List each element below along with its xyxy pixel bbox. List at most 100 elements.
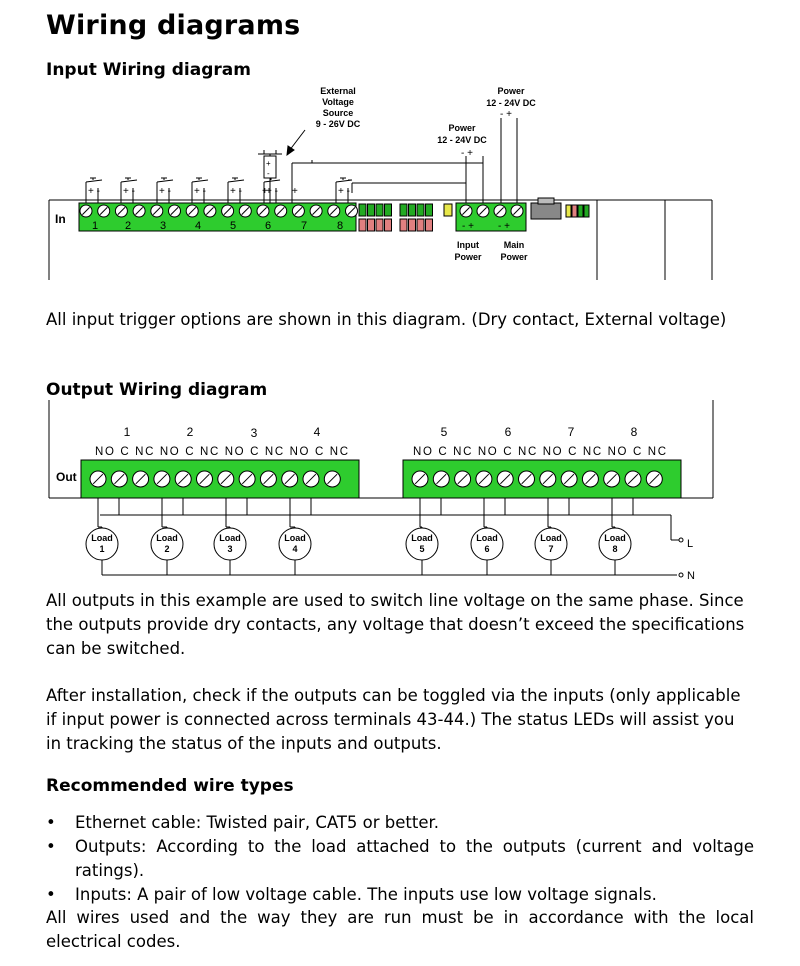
input-power-pm: - + bbox=[461, 148, 473, 159]
load-number: 1 bbox=[99, 544, 104, 554]
input-power-label: Power 12 - 24V DC bbox=[437, 123, 487, 145]
output-led bbox=[408, 218, 416, 232]
page-title: Wiring diagrams bbox=[46, 10, 301, 41]
neutral-label: N bbox=[687, 570, 695, 582]
load-label: Load bbox=[284, 533, 306, 543]
power-block-pm-left: - + bbox=[462, 221, 474, 232]
svg-text:6: 6 bbox=[505, 425, 512, 439]
svg-text:Power: Power bbox=[454, 252, 482, 262]
input-pm-label: + - bbox=[230, 186, 242, 197]
output-paragraph-2: After installation, check if the outputs… bbox=[46, 686, 741, 753]
load-circle bbox=[85, 527, 119, 561]
input-terminal-screws bbox=[79, 204, 358, 218]
wire-item-ethernet: Ethernet cable: Twisted pair, CAT5 or be… bbox=[46, 811, 754, 835]
power-block-pm-right: - + bbox=[498, 221, 510, 232]
load-circle bbox=[598, 527, 632, 561]
input-led bbox=[367, 203, 375, 217]
load-label: Load bbox=[91, 533, 113, 543]
input-channel-numbers: 1 2 3 4 5 6 7 8 bbox=[92, 220, 343, 232]
input-wiring-heading: Input Wiring diagram bbox=[46, 60, 251, 80]
wire-item-outputs: Outputs: According to the load attached … bbox=[46, 835, 754, 883]
svg-text:Main: Main bbox=[504, 240, 525, 250]
load-number: 6 bbox=[484, 544, 489, 554]
input-channel-3: 3 bbox=[160, 220, 166, 232]
load-label: Load bbox=[540, 533, 562, 543]
load-number: 7 bbox=[548, 544, 553, 554]
input-pm-label: + - bbox=[194, 186, 206, 197]
input-led bbox=[425, 203, 433, 217]
wire-item-inputs: Inputs: A pair of low voltage cable. The… bbox=[46, 883, 754, 907]
svg-text:7: 7 bbox=[568, 425, 575, 439]
load-label: Load bbox=[604, 533, 626, 543]
input-channel-8: 8 bbox=[337, 220, 343, 232]
svg-text:12 - 24V DC: 12 - 24V DC bbox=[486, 98, 536, 108]
output-wiring-heading: Output Wiring diagram bbox=[46, 380, 268, 400]
output-group-numbers: 1 2 3 4 5 6 7 8 bbox=[124, 425, 638, 440]
output-led bbox=[384, 218, 392, 232]
load-number: 2 bbox=[164, 544, 169, 554]
load-number: 3 bbox=[227, 544, 232, 554]
svg-text:Voltage: Voltage bbox=[322, 97, 354, 107]
output-paragraph-1: All outputs in this example are used to … bbox=[46, 591, 745, 658]
power-terminal-screws bbox=[459, 204, 524, 218]
line-label: L bbox=[687, 538, 693, 550]
load-label: Load bbox=[219, 533, 241, 543]
input-led bbox=[416, 203, 425, 217]
input-led bbox=[399, 203, 408, 217]
output-led bbox=[375, 218, 384, 232]
input-pm-label: + - bbox=[266, 186, 278, 197]
load-label: Load bbox=[411, 533, 433, 543]
contact-labels-right: NO C NC NO C NC NO C NC NO C NC bbox=[413, 446, 666, 458]
output-led bbox=[367, 218, 375, 232]
wire-types-list: Ethernet cable: Twisted pair, CAT5 or be… bbox=[46, 811, 754, 907]
input-led bbox=[375, 203, 384, 217]
input-pm-label: + - bbox=[159, 186, 171, 197]
output-side-label: Out bbox=[56, 470, 77, 484]
power-wires bbox=[312, 118, 518, 203]
main-power-bottom-label: Main Power bbox=[500, 240, 528, 262]
input-pm-label: + - bbox=[338, 186, 350, 197]
svg-text:Power: Power bbox=[500, 252, 528, 262]
input-pm-labels: + -+ -+ -+ -+ -+ -+ -++ bbox=[88, 186, 350, 197]
external-voltage-label: External Voltage Source 9 - 26V DC bbox=[316, 86, 361, 129]
contact-labels-left: NO C NC NO C NC NO C NC NO C NC bbox=[95, 446, 348, 458]
svg-text:Source: Source bbox=[323, 108, 354, 118]
input-led bbox=[358, 203, 367, 217]
output-led bbox=[425, 218, 433, 232]
battery-minus: - bbox=[267, 169, 270, 178]
input-pm-label: + - bbox=[123, 186, 135, 197]
load-circle bbox=[213, 527, 247, 561]
wire-types-heading: Recommended wire types bbox=[46, 776, 294, 796]
svg-text:5: 5 bbox=[441, 425, 448, 439]
input-channel-4: 4 bbox=[195, 220, 201, 232]
input-power-bottom-label: Input Power bbox=[454, 240, 482, 262]
load-label: Load bbox=[476, 533, 498, 543]
input-channel-6: 6 bbox=[265, 220, 271, 232]
dry-contact-switches bbox=[85, 160, 353, 203]
input-note: All input trigger options are shown in t… bbox=[46, 310, 727, 329]
load-number: 4 bbox=[292, 544, 297, 554]
main-power-label: Power 12 - 24V DC bbox=[486, 86, 536, 108]
input-power-led bbox=[443, 203, 453, 217]
load-circle bbox=[470, 527, 504, 561]
input-channel-5: 5 bbox=[230, 220, 236, 232]
input-wiring-diagram: In 1 2 3 4 5 6 7 8 - + - + + -+ -+ -+ -+… bbox=[48, 86, 713, 280]
svg-text:Input: Input bbox=[457, 240, 479, 250]
line-terminal bbox=[678, 537, 684, 578]
svg-text:External: External bbox=[320, 86, 356, 96]
external-voltage-battery bbox=[258, 150, 282, 203]
svg-text:4: 4 bbox=[314, 425, 321, 439]
output-led bbox=[399, 218, 408, 232]
load-circle bbox=[278, 527, 312, 561]
svg-text:1: 1 bbox=[124, 425, 131, 439]
svg-text:8: 8 bbox=[631, 425, 638, 439]
output-terminal-screws bbox=[89, 470, 663, 488]
output-led bbox=[416, 218, 425, 232]
load-number: 8 bbox=[612, 544, 617, 554]
load-number: 5 bbox=[419, 544, 424, 554]
input-pm-label: + bbox=[262, 186, 268, 197]
input-channel-7: 7 bbox=[301, 220, 307, 232]
input-status-leds bbox=[358, 203, 433, 232]
input-channel-1: 1 bbox=[92, 220, 98, 232]
